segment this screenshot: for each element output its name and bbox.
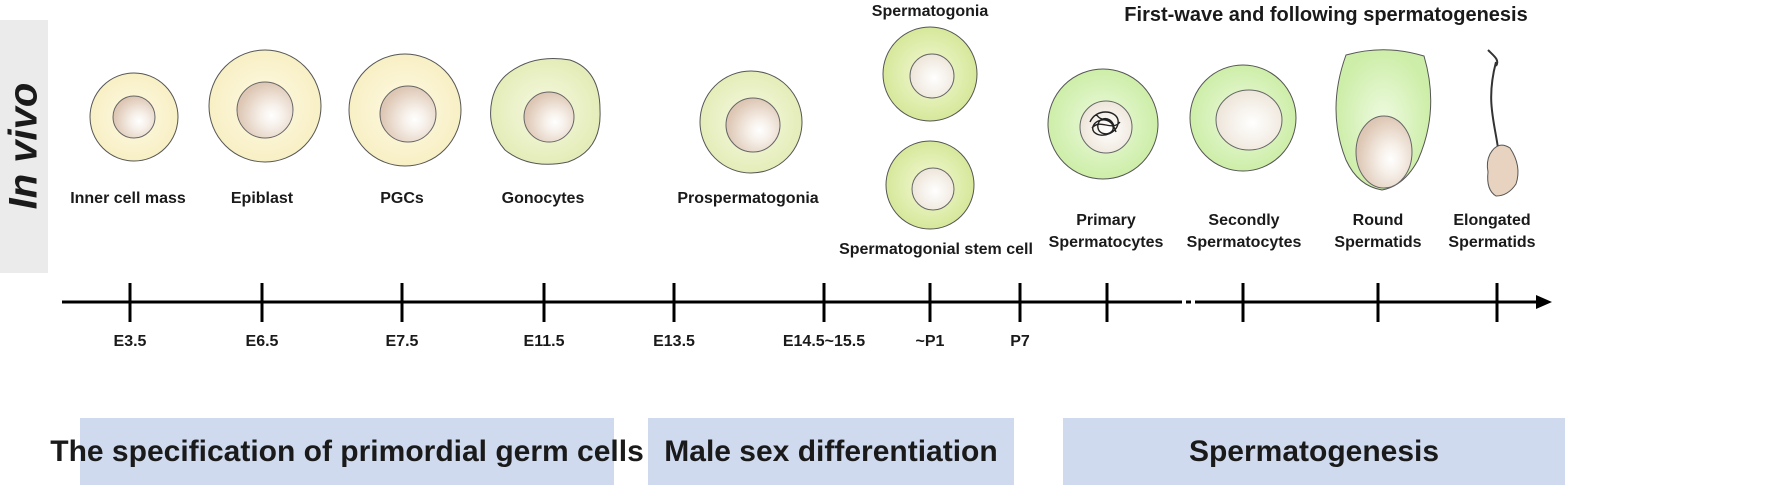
timeline-axis [62,283,1552,322]
gonocytes-cell [490,58,601,165]
phase-pgc-specification: The specification of primordial germ cel… [50,418,644,485]
prospermatogonia-cell [699,70,803,174]
primary-spermatocytes-cell [1047,68,1159,180]
cell-label-primary-spermatocytes: Primary Spermatocytes [1048,212,1164,251]
pgcs-cell [348,53,462,167]
tick-label-e14-5-15-5: E14.5~15.5 [782,333,866,350]
cell-label-secondary-spermatocytes: Secondly Spermatocytes [1186,212,1302,251]
cell-label-elongated-spermatids: Elongated Spermatids [1448,212,1536,251]
inner-cell-mass-cell [89,72,179,162]
tick-label-p1: ~P1 [915,333,945,350]
cell-label-spermatogonia: Spermatogonia [871,3,989,20]
tick-label-e3-5: E3.5 [113,333,147,350]
phase-male-sex-differentiation: Male sex differentiation [648,418,1014,485]
secondary-spermatocytes-cell [1189,64,1297,172]
cell-label-spermatogonial-stem-cell: Spermatogonial stem cell [839,241,1033,258]
cell-label-prospermatogonia: Prospermatogonia [677,190,819,207]
tick-label-e11-5: E11.5 [523,333,565,350]
cell-label-epiblast: Epiblast [230,190,294,207]
spermatogenesis-group-title: First-wave and following spermatogenesis [1124,4,1528,26]
phase-label-pgc-specification: The specification of primordial germ cel… [50,434,644,468]
cell-label-round-spermatids: Round Spermatids [1334,212,1422,251]
epiblast-cell [208,49,322,163]
tick-label-e13-5: E13.5 [653,333,695,350]
in-vivo-panel [0,20,48,273]
phase-label-male-sex-differentiation: Male sex differentiation [664,434,998,468]
spermatogonia-cell [882,26,978,122]
phase-spermatogenesis: Spermatogenesis [1063,418,1565,485]
phase-label-spermatogenesis: Spermatogenesis [1188,434,1440,468]
spermatogonial-stem-cell [885,140,975,230]
timeline-arrowhead [1536,295,1552,309]
tick-label-p7: P7 [1010,333,1030,350]
cell-label-inner-cell-mass: Inner cell mass [70,190,186,207]
cell-label-pgcs: PGCs [380,190,424,207]
tick-label-e7-5: E7.5 [385,333,419,350]
tick-label-e6-5: E6.5 [245,333,279,350]
elongated-spermatids-cell [1486,49,1519,197]
cell-label-gonocytes: Gonocytes [501,190,585,207]
round-spermatids-cell [1335,49,1432,191]
